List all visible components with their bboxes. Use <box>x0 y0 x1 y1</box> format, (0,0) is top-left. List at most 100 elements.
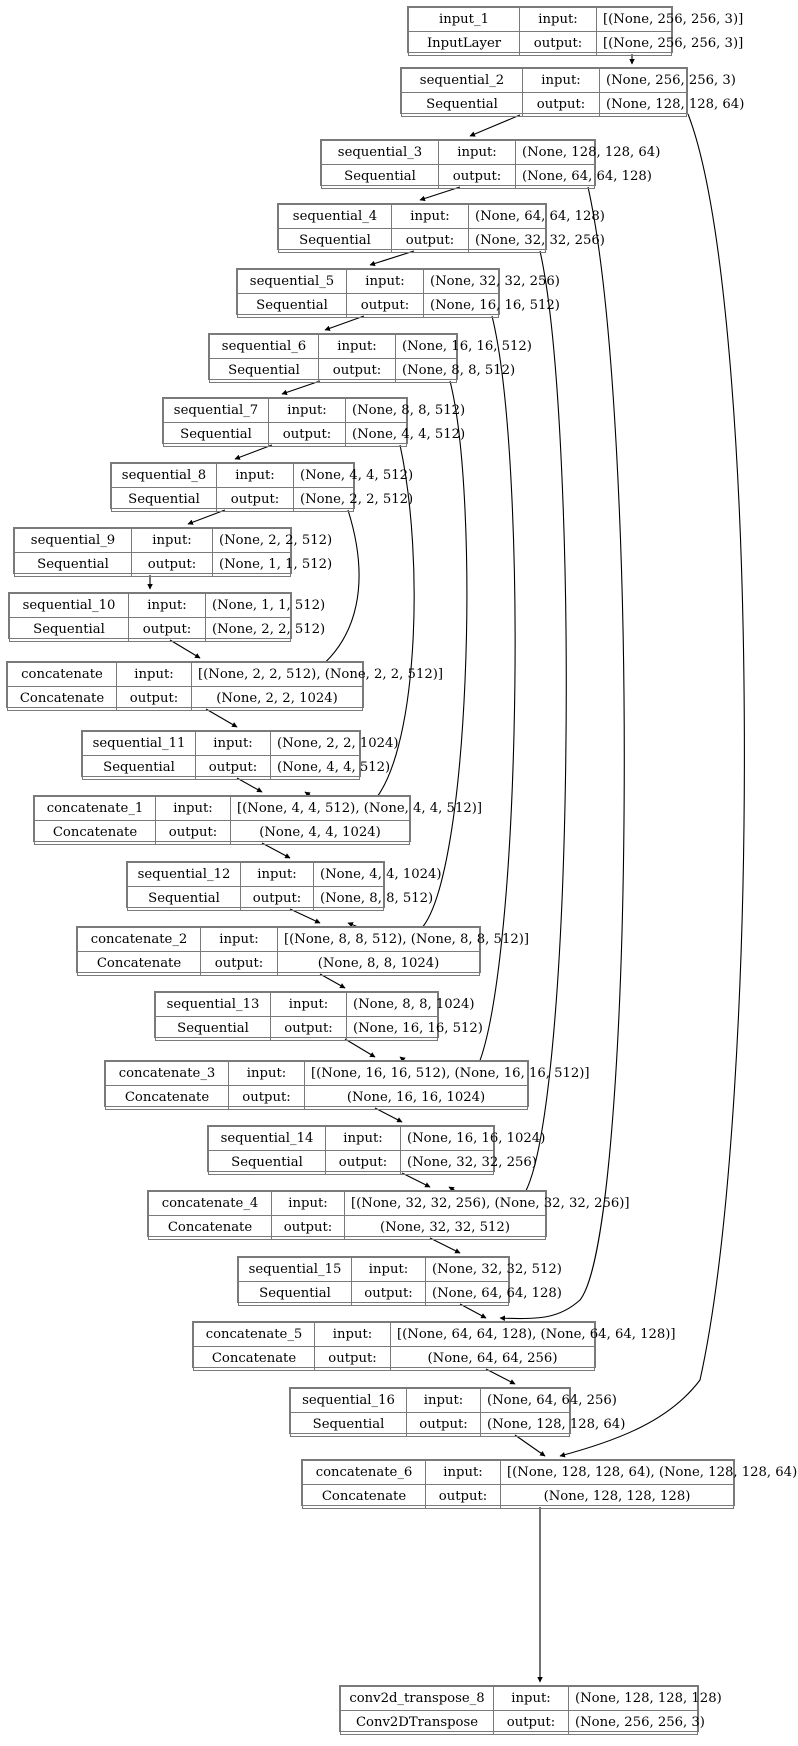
layer-type: Sequential <box>321 164 439 189</box>
output-label: output: <box>116 686 192 711</box>
layer-type: Sequential <box>290 1412 407 1437</box>
output-label: output: <box>406 1412 481 1437</box>
input-label: input: <box>493 1686 569 1711</box>
output-shape: (None, 32, 32, 512) <box>344 1215 546 1240</box>
layer-name: sequential_14 <box>208 1126 326 1151</box>
output-shape: [(None, 256, 256, 3)] <box>596 31 743 56</box>
output-label: output: <box>519 31 597 56</box>
output-shape: (None, 2, 2, 512) <box>293 487 413 512</box>
output-label: output: <box>325 1150 401 1175</box>
input-shape: (None, 2, 2, 512) <box>212 528 332 553</box>
layer-type: Concatenate <box>34 820 156 845</box>
input-shape: (None, 4, 4, 512) <box>293 463 413 488</box>
layer-name: sequential_10 <box>9 593 129 618</box>
layer-type: Concatenate <box>77 951 201 976</box>
output-shape: (None, 2, 2, 1024) <box>191 686 363 711</box>
output-shape: (None, 128, 128, 64) <box>599 92 744 117</box>
layer-type: Sequential <box>14 552 132 577</box>
input-shape: (None, 8, 8, 512) <box>345 398 465 423</box>
input-label: input: <box>438 140 516 165</box>
output-label: output: <box>270 1016 347 1041</box>
layer-type: Sequential <box>9 617 129 642</box>
layer-name: sequential_4 <box>278 204 392 229</box>
output-label: output: <box>195 755 271 780</box>
layer-type: Sequential <box>111 487 217 512</box>
input-shape: (None, 4, 4, 1024) <box>313 862 442 887</box>
layer-name: sequential_15 <box>238 1257 352 1282</box>
layer-type: Sequential <box>82 755 196 780</box>
output-shape: (None, 8, 8, 1024) <box>277 951 480 976</box>
output-label: output: <box>216 487 294 512</box>
input-label: input: <box>200 927 278 952</box>
layer-type: Sequential <box>208 1150 326 1175</box>
input-shape: [(None, 32, 32, 256), (None, 32, 32, 256… <box>344 1191 630 1216</box>
output-label: output: <box>346 293 424 318</box>
input-label: input: <box>519 7 597 32</box>
input-label: input: <box>131 528 213 553</box>
input-shape: [(None, 16, 16, 512), (None, 16, 16, 512… <box>304 1061 590 1086</box>
input-shape: (None, 128, 128, 128) <box>568 1686 722 1711</box>
output-shape: (None, 2, 2, 512) <box>205 617 325 642</box>
layer-name: concatenate <box>7 662 117 687</box>
output-shape: (None, 4, 4, 512) <box>270 755 390 780</box>
layer-type: Sequential <box>237 293 347 318</box>
input-shape: (None, 1, 1, 512) <box>205 593 325 618</box>
input-shape: [(None, 256, 256, 3)] <box>596 7 743 32</box>
layer-name: sequential_11 <box>82 731 196 756</box>
input-label: input: <box>240 862 314 887</box>
layer-name: sequential_9 <box>14 528 132 553</box>
layer-name: concatenate_5 <box>193 1322 315 1347</box>
output-shape: (None, 32, 32, 256) <box>400 1150 537 1175</box>
output-label: output: <box>391 228 469 253</box>
layer-type: InputLayer <box>408 31 520 56</box>
input-label: input: <box>268 398 346 423</box>
output-shape: (None, 8, 8, 512) <box>313 886 433 911</box>
output-label: output: <box>271 1215 345 1240</box>
output-label: output: <box>268 422 346 447</box>
input-shape: (None, 64, 64, 128) <box>468 204 605 229</box>
input-shape: (None, 256, 256, 3) <box>599 68 736 93</box>
layer-type: Conv2DTranspose <box>340 1710 494 1735</box>
